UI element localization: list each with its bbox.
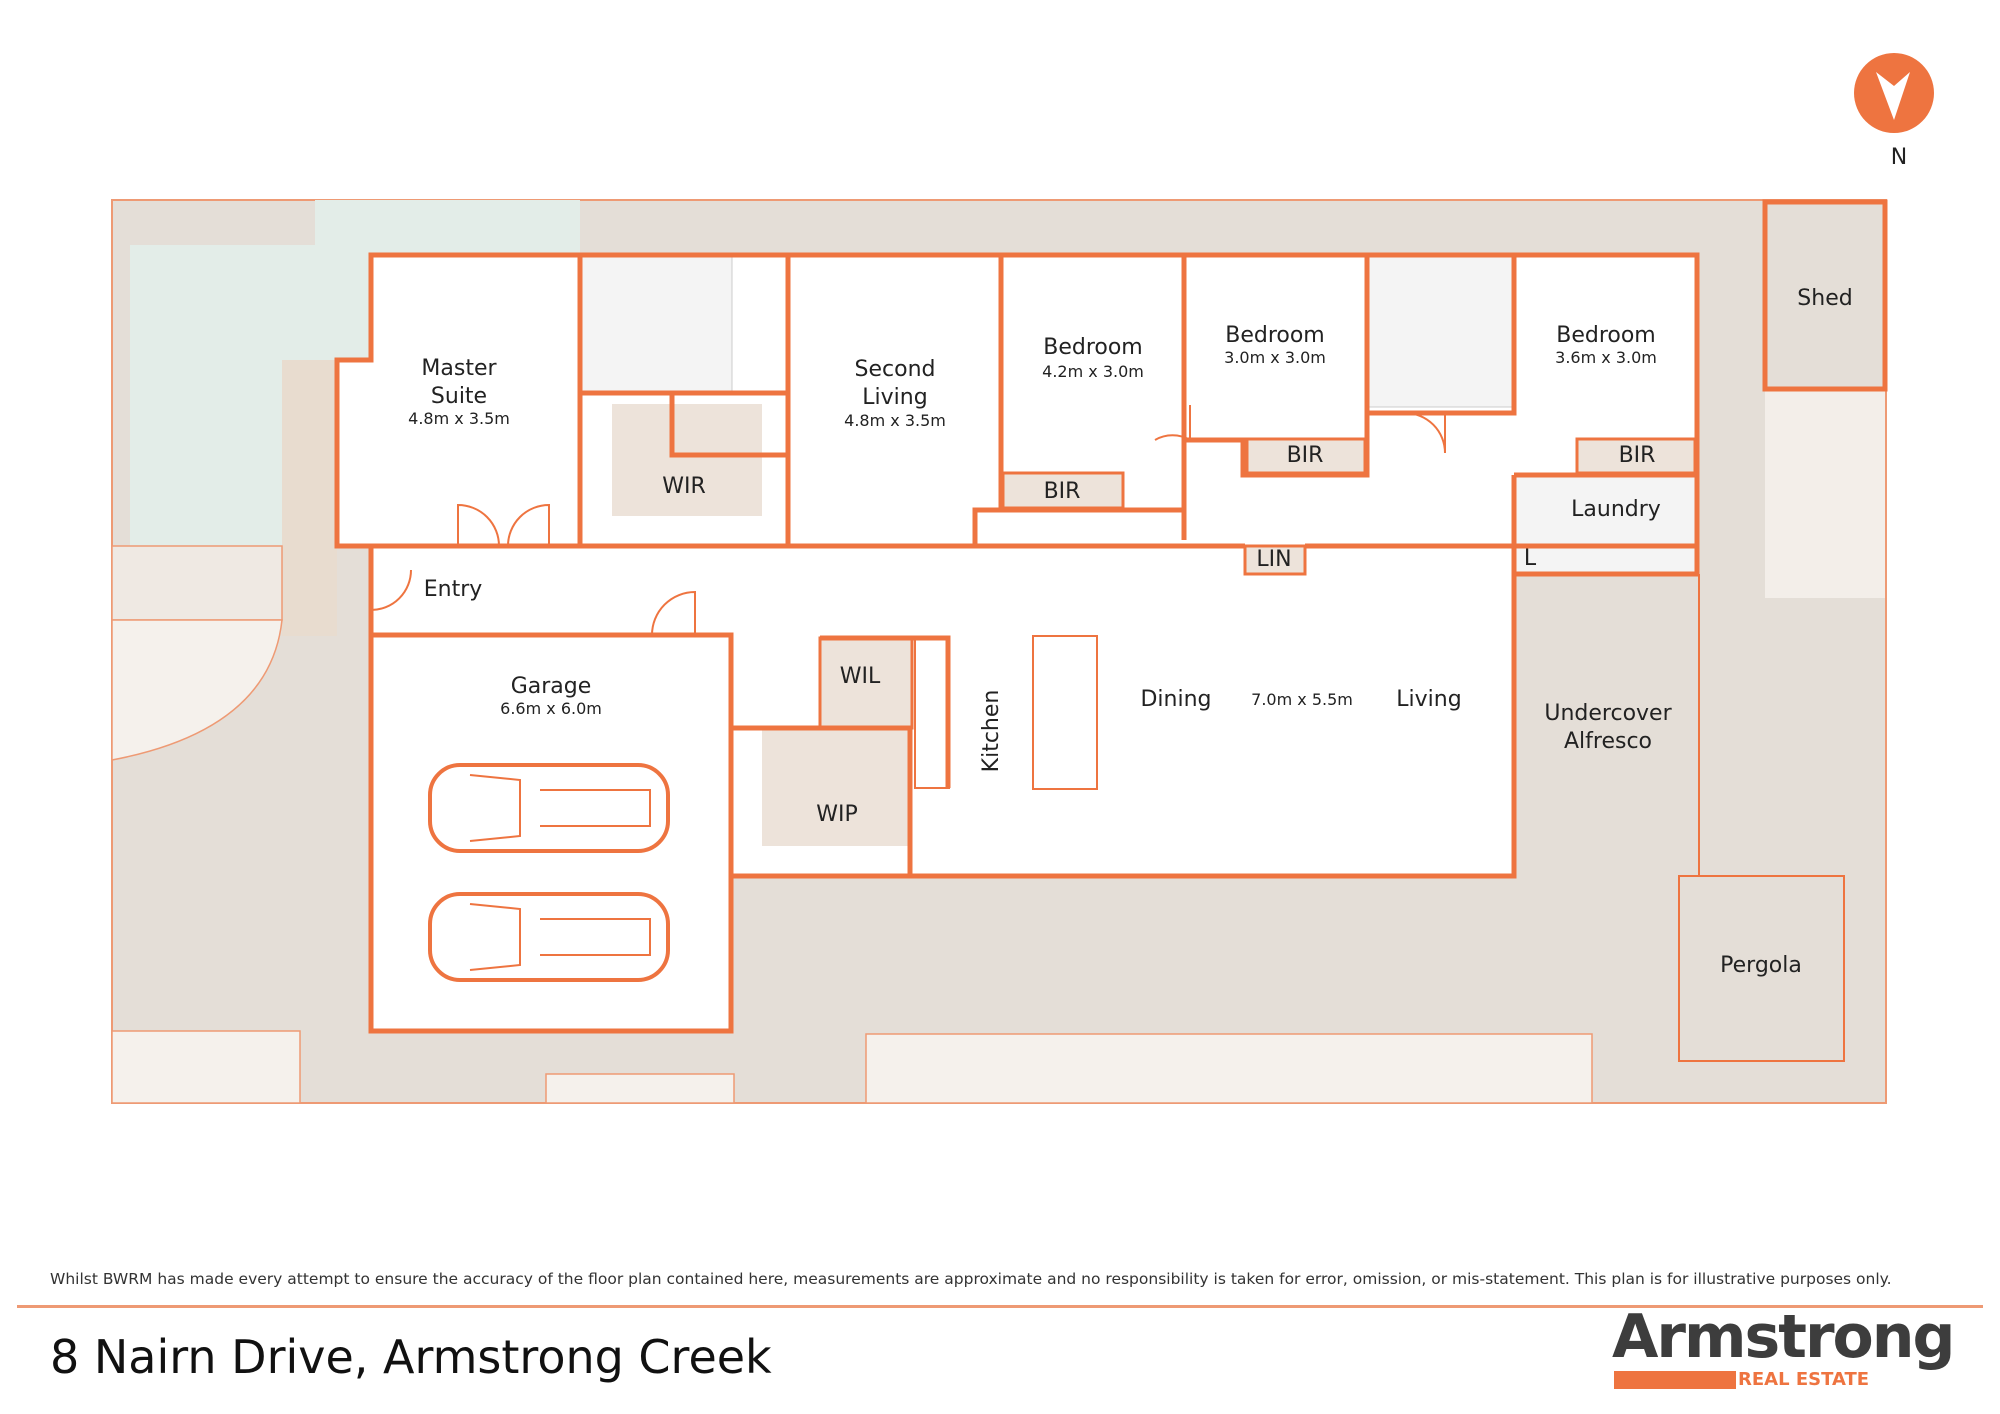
room-label: Second	[855, 357, 936, 382]
room-label: WIP	[816, 802, 858, 827]
room-label: Undercover	[1544, 701, 1672, 726]
interior-walls	[337, 255, 1697, 876]
room-label: Bedroom	[1556, 323, 1656, 348]
room-label: Bedroom	[1043, 335, 1143, 360]
room-label: Master	[421, 356, 497, 381]
wir-floor	[612, 404, 762, 516]
compass-label: N	[1891, 145, 1907, 170]
footer-divider	[17, 1305, 1983, 1308]
room-label: WIL	[840, 664, 881, 689]
room-label: Garage	[511, 674, 592, 699]
side-strip	[1765, 390, 1885, 598]
room-label: WIR	[662, 474, 706, 499]
room-dims: 3.0m x 3.0m	[1224, 348, 1326, 367]
car-icon	[428, 763, 670, 853]
logo-wordmark: Armstrong	[1612, 1302, 1955, 1372]
bathroom-floor	[1368, 256, 1513, 408]
room-label: Shed	[1797, 286, 1852, 311]
kitchen-island	[1032, 635, 1098, 790]
room-label: Dining	[1140, 687, 1211, 712]
room-label: LIN	[1256, 547, 1291, 572]
cooktop-bench	[914, 637, 950, 789]
linen-cupboard	[1243, 544, 1307, 576]
room-dims: 3.6m x 3.0m	[1555, 348, 1657, 367]
room-label: Kitchen	[979, 690, 1004, 773]
bir-2	[1245, 437, 1367, 475]
car-icon	[428, 892, 670, 982]
room-dims: 4.2m x 3.0m	[1042, 362, 1144, 381]
path	[282, 360, 337, 636]
room-dims: 6.6m x 6.0m	[500, 699, 602, 718]
room-label: Entry	[424, 577, 483, 602]
room-label: Pergola	[1720, 953, 1802, 978]
room-label: Laundry	[1571, 497, 1661, 522]
laundry-floor	[1515, 476, 1696, 573]
garden-bed	[111, 619, 283, 761]
room-label: L	[1524, 546, 1537, 571]
north-arrow-icon	[1854, 53, 1934, 133]
agency-logo: Armstrong REAL ESTATE	[1612, 1302, 1955, 1392]
disclaimer: Whilst BWRM has made every attempt to en…	[50, 1270, 1892, 1288]
room-label: BIR	[1287, 443, 1324, 468]
garden-bed	[111, 1030, 301, 1104]
door-swings	[370, 405, 1446, 636]
garden-bed	[545, 1073, 735, 1104]
garden-bed	[865, 1033, 1593, 1104]
wip-floor	[762, 728, 910, 846]
ensuite-floor	[581, 256, 733, 392]
shed-walls	[1762, 199, 1888, 392]
property-address: 8 Nairn Drive, Armstrong Creek	[50, 1330, 772, 1384]
logo-subtitle: REAL ESTATE	[1738, 1369, 1870, 1390]
room-label: BIR	[1619, 443, 1656, 468]
room-label: Living	[862, 385, 927, 410]
logo-bar	[1614, 1371, 1736, 1389]
planter	[111, 545, 283, 621]
room-dims: 7.0m x 5.5m	[1251, 690, 1353, 709]
room-dims: 4.8m x 3.5m	[408, 409, 510, 428]
room-label: Suite	[431, 384, 487, 409]
room-label: Alfresco	[1564, 729, 1652, 754]
room-dims: 4.8m x 3.5m	[844, 411, 946, 430]
room-label: Bedroom	[1225, 323, 1325, 348]
room-label: BIR	[1044, 479, 1081, 504]
room-label: Living	[1396, 687, 1461, 712]
